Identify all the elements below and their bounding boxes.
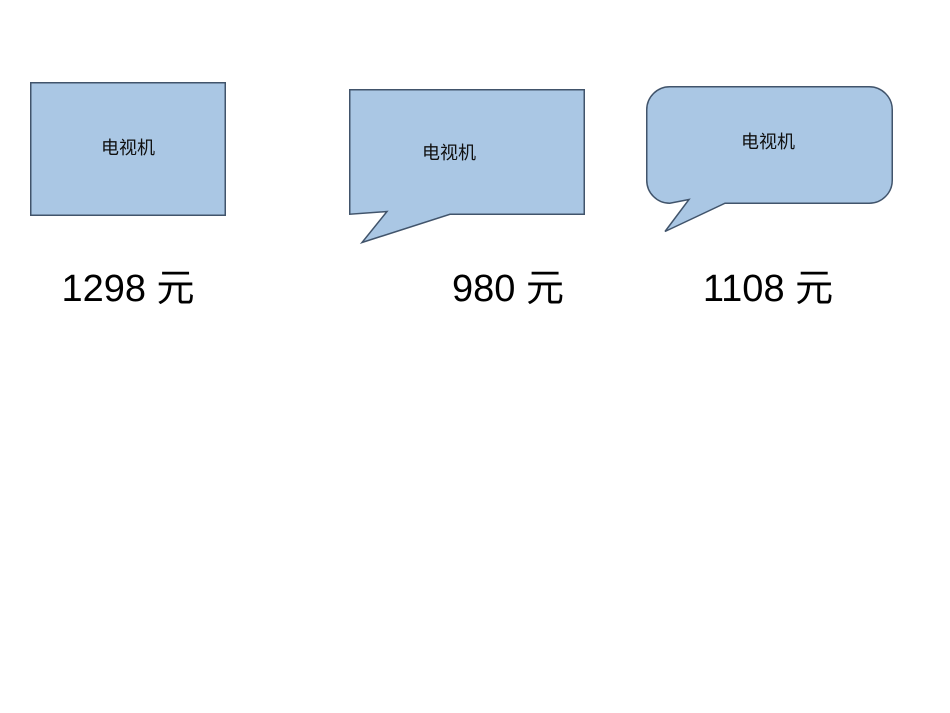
rectangular-callout-shape-icon [349, 89, 585, 244]
product-shape-3[interactable]: 电视机 [646, 86, 894, 233]
price-label-2: 980 元 [452, 268, 564, 310]
price-label-3: 1108 元 [702, 268, 834, 310]
price-label-1: 1298 元 [61, 268, 195, 310]
product-shape-1[interactable]: 电视机 [30, 82, 226, 216]
rectangle-shape-icon [30, 82, 226, 216]
product-label-1: 电视机 [101, 138, 155, 159]
product-label-2: 电视机 [422, 143, 476, 164]
product-label-3: 电视机 [741, 132, 795, 153]
rounded-callout-shape-icon [646, 86, 893, 233]
product-shape-2[interactable]: 电视机 [349, 89, 585, 244]
